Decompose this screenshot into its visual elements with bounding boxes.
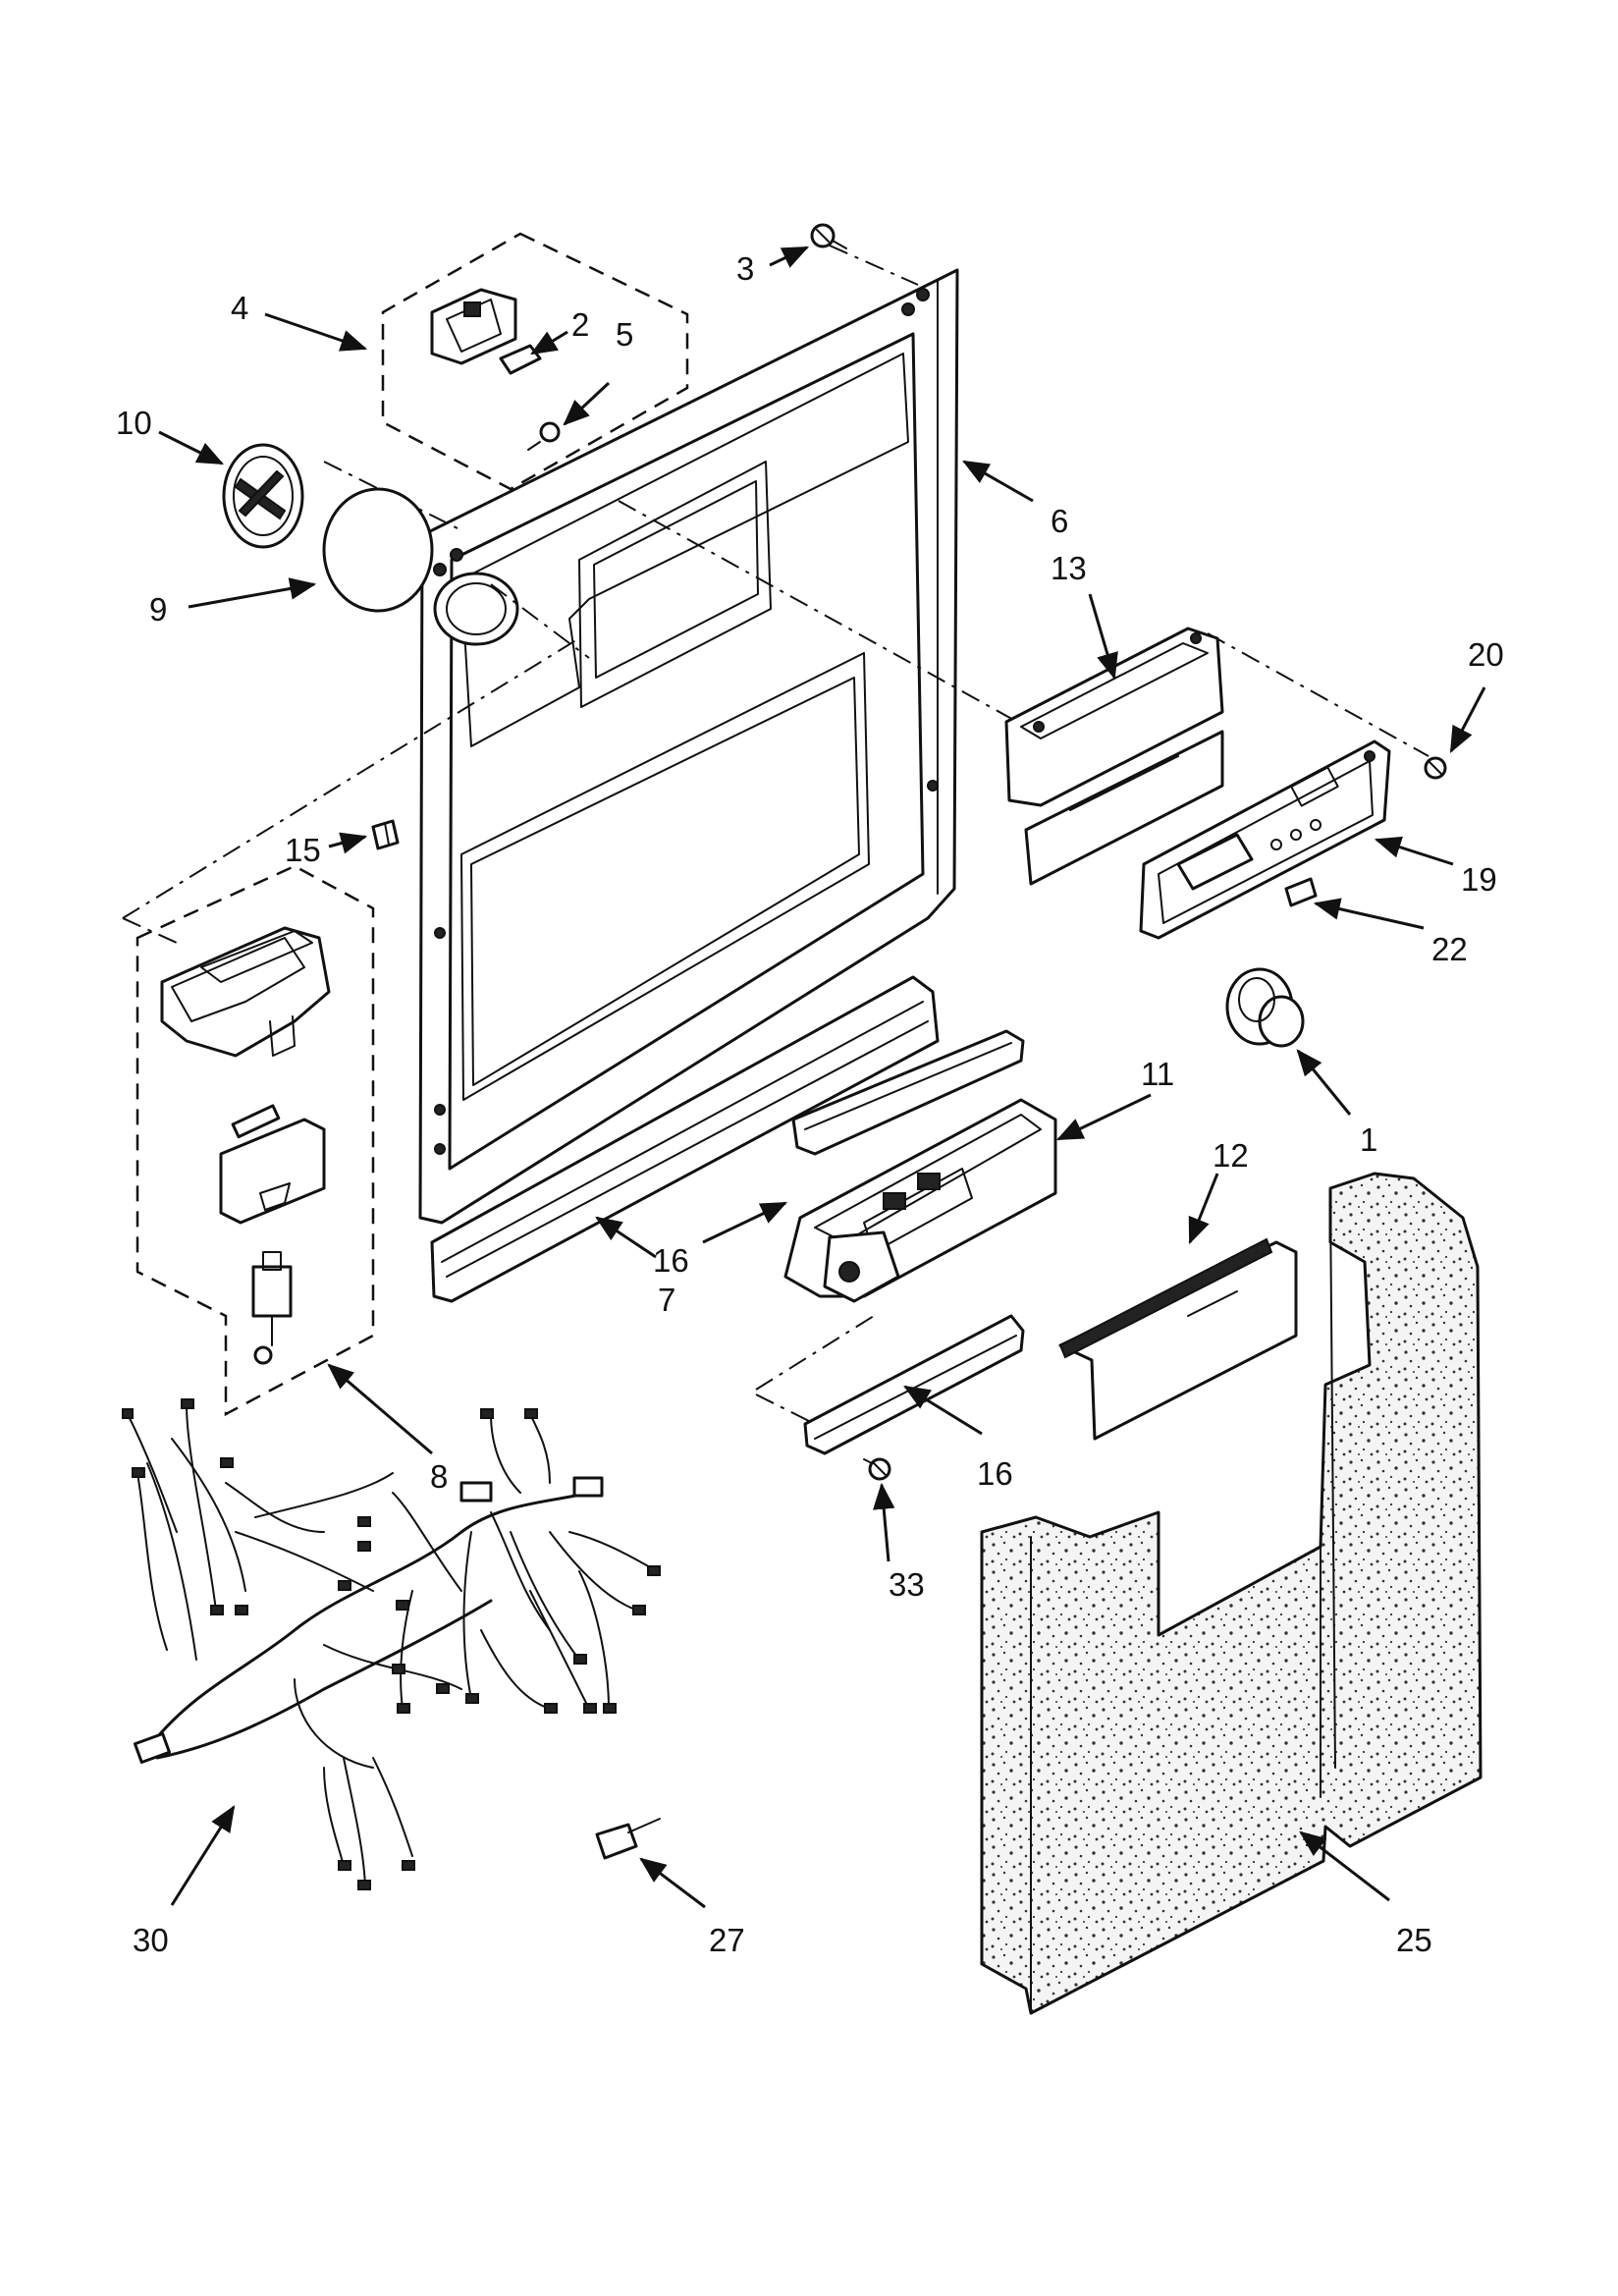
dispenser-bracket-upper bbox=[791, 1029, 1025, 1156]
control-housing bbox=[783, 1098, 1057, 1303]
callout-11: 11 bbox=[1141, 1056, 1174, 1092]
callout-19: 19 bbox=[1461, 861, 1497, 898]
callout-arrows bbox=[158, 246, 1486, 1909]
callout-6: 6 bbox=[1051, 503, 1068, 539]
console-screw bbox=[1424, 756, 1447, 780]
small-clip bbox=[371, 819, 400, 850]
dispenser-bracket-lower bbox=[803, 1314, 1025, 1455]
callout-9: 9 bbox=[149, 591, 167, 628]
callout-7: 7 bbox=[658, 1282, 675, 1318]
vent-cap bbox=[222, 443, 304, 549]
control-knob bbox=[1225, 967, 1305, 1048]
callout-labels: 3 4 2 5 10 9 6 13 20 19 22 15 1 11 12 16… bbox=[116, 250, 1504, 1958]
callout-12: 12 bbox=[1213, 1137, 1249, 1174]
callout-10: 10 bbox=[116, 405, 152, 441]
callout-2: 2 bbox=[571, 306, 589, 343]
callout-8: 8 bbox=[430, 1458, 448, 1495]
door-bottom-trim bbox=[430, 975, 940, 1303]
wire-harness bbox=[122, 1398, 661, 1890]
inner-door-panel bbox=[418, 268, 959, 1225]
callout-16-lower: 16 bbox=[977, 1455, 1013, 1492]
callout-13: 13 bbox=[1051, 550, 1087, 586]
callout-15: 15 bbox=[285, 832, 321, 868]
vent-plate bbox=[1058, 1237, 1298, 1441]
callout-16-upper: 16 bbox=[653, 1242, 689, 1279]
screw-top bbox=[810, 223, 847, 249]
control-console bbox=[1139, 739, 1391, 940]
callout-20: 20 bbox=[1468, 636, 1504, 673]
wire-connector bbox=[595, 1818, 661, 1860]
callout-4: 4 bbox=[231, 290, 248, 326]
vent-latch-assembly bbox=[381, 232, 689, 491]
callout-33: 33 bbox=[889, 1566, 925, 1603]
callout-22: 22 bbox=[1431, 931, 1468, 967]
screw-bottom bbox=[863, 1457, 891, 1481]
projection-lines bbox=[122, 245, 1429, 1425]
callout-30: 30 bbox=[133, 1922, 169, 1958]
callout-27: 27 bbox=[709, 1922, 745, 1958]
insulation-blanket bbox=[980, 1172, 1483, 2015]
vent-gasket bbox=[322, 487, 434, 613]
callout-5: 5 bbox=[616, 316, 633, 353]
callout-1: 1 bbox=[1360, 1121, 1377, 1158]
dispenser-assembly bbox=[135, 864, 375, 1417]
console-switch bbox=[1284, 877, 1318, 907]
console-bracket bbox=[1004, 627, 1224, 886]
callout-3: 3 bbox=[736, 250, 754, 287]
callout-25: 25 bbox=[1396, 1922, 1432, 1958]
